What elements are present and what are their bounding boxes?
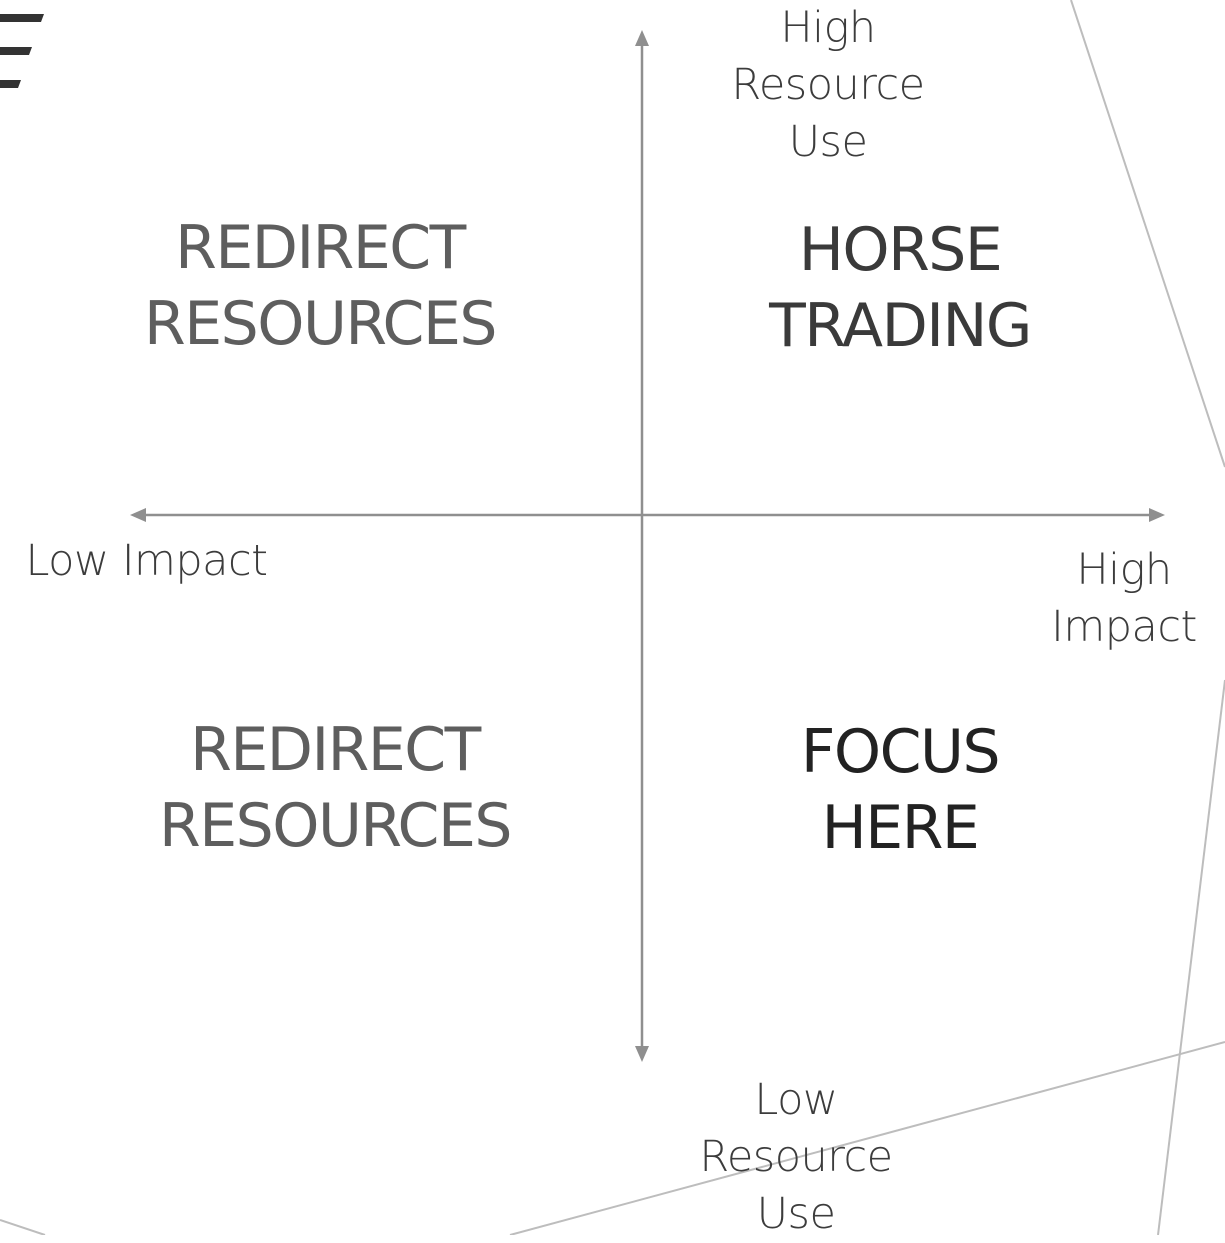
quadrant-top-left-line2: RESOURCES (144, 289, 497, 359)
logo-mark (0, 14, 44, 88)
quadrant-top-left: REDIRECT RESOURCES (110, 210, 530, 362)
quadrant-top-right-line2: TRADING (769, 291, 1032, 361)
y-axis-top-label-line3: Use (788, 117, 868, 167)
quadrant-bottom-right-line2: HERE (821, 793, 980, 863)
quadrant-top-right-line1: HORSE (798, 215, 1003, 285)
y-axis-top-label-line1: High (780, 3, 876, 53)
decorative-line-bottom-diagonal (509, 1041, 1225, 1235)
y-axis-top-label-line2: Resource (731, 60, 925, 110)
quadrant-bottom-right: FOCUS HERE (740, 714, 1060, 866)
y-axis-bottom-label-line1: Low (754, 1075, 838, 1125)
quadrant-bottom-right-line1: FOCUS (800, 717, 1001, 787)
quadrant-bottom-left: REDIRECT RESOURCES (125, 712, 545, 864)
x-axis-right-label-line1: High (1076, 545, 1172, 595)
y-axis-bottom-label: Low Resource Use (686, 1072, 906, 1243)
quadrant-bottom-left-line1: REDIRECT (190, 715, 481, 785)
quadrant-bottom-left-line2: RESOURCES (159, 791, 512, 861)
decorative-line-bottom-left (0, 1219, 46, 1235)
axes (130, 30, 1165, 1062)
quadrant-top-right: HORSE TRADING (720, 212, 1080, 364)
vertical-axis-arrow-down (635, 1046, 649, 1062)
vertical-axis-arrow-up (635, 30, 649, 46)
x-axis-right-label-line2: Impact (1051, 602, 1197, 652)
logo-bar-bottom (0, 80, 21, 88)
horizontal-axis-arrow-left (130, 508, 146, 522)
y-axis-top-label: High Resource Use (718, 0, 938, 171)
x-axis-left-label: Low Impact (14, 533, 279, 590)
horizontal-axis-arrow-right (1149, 508, 1165, 522)
decorative-line-right-upper (1070, 0, 1225, 468)
quadrant-top-left-line1: REDIRECT (175, 213, 466, 283)
logo-bar-middle (0, 47, 32, 55)
logo-bar-top (0, 14, 44, 22)
y-axis-bottom-label-line3: Use (756, 1189, 836, 1239)
x-axis-right-label: High Impact (1038, 542, 1210, 656)
x-axis-left-label-line1: Low Impact (25, 536, 268, 586)
y-axis-bottom-label-line2: Resource (699, 1132, 893, 1182)
decorative-line-right-lower (1157, 679, 1225, 1235)
